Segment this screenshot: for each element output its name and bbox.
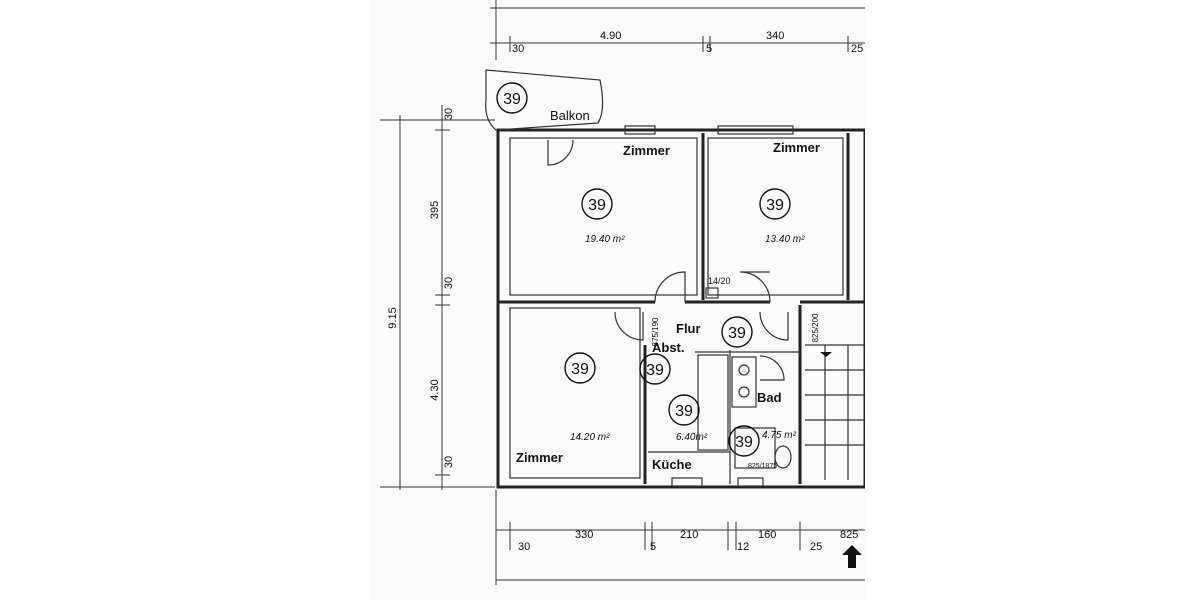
balcony-outline [485,69,604,131]
dimension-text: 875/190 [651,317,660,346]
door-swing [614,311,644,341]
room-label-top-left: Zimmer [623,143,670,158]
room-label-bath: Bad [757,390,782,405]
badge-room-top-right: 39 [759,188,791,220]
dimension-text: 340 [766,30,784,42]
dimension-text: 395 [429,201,441,219]
area-label: 13.40 m² [765,234,805,245]
dimension-text: 30 [512,43,524,55]
dimension-text: 9.15 [387,307,399,328]
svg-text:39: 39 [588,197,606,214]
door-swing [739,271,771,303]
dimension-text: 12 [737,541,749,553]
badge-bath: 39 [728,425,760,457]
stove-burner [738,386,750,398]
dimension-text: 4.30 [429,379,441,400]
dimension-text: 30 [443,277,455,289]
stove [731,356,757,408]
shower-tray [734,427,776,469]
dimension-text: 825/1875 [748,463,777,470]
exterior-wall [496,128,865,489]
dimension-text: 210 [680,529,698,541]
area-label: 14.20 m² [570,432,610,443]
dimension-text: 25 [810,541,822,553]
badge-balcony: 39 [496,82,528,114]
stair-arrow [820,352,832,357]
room-label-bottom-left: Zimmer [516,450,563,465]
dimension-text: 30 [443,108,455,120]
dimension-text: 4.90 [600,30,621,42]
kitchen-counter [697,354,729,451]
dimension-text: 5 [650,541,656,553]
room-outline [509,137,698,296]
dimension-text: 30 [443,456,455,468]
room-label-storage: Abst. [652,340,685,355]
floor-plan-drawing: Balkon Zimmer Zimmer Zimmer Flur Abst. K… [380,0,865,585]
room-label-hall: Flur [676,321,701,336]
svg-text:39: 39 [646,362,664,379]
dimension-text: 30 [518,541,530,553]
room-outline [707,137,844,296]
badge-room-top-left: 39 [581,188,613,220]
door-swing [547,139,574,166]
area-label: 4.75 m² [762,430,797,441]
door-swing [654,271,686,303]
toilet [774,445,792,469]
dimension-text: 5 [706,43,712,55]
svg-text:39: 39 [735,434,753,451]
north-arrow-icon [842,545,862,568]
badge-storage: 39 [639,353,671,385]
dimension-text: 825 [840,529,858,541]
window [624,125,656,135]
svg-text:39: 39 [728,325,746,342]
chimney [705,287,719,299]
stairwell [805,344,865,480]
dimension-text: 14/20 [708,276,731,286]
floor-plan-sheet: Balkon Zimmer Zimmer Zimmer Flur Abst. K… [370,0,865,600]
dimension-text: 160 [758,529,776,541]
dimension-text: 825/200 [811,313,820,342]
balcony-label: Balkon [550,108,590,123]
badge-room-bottom-left: 39 [564,352,596,384]
stove-burner [738,364,750,376]
badge-kitchen: 39 [668,394,700,426]
badge-hall: 39 [721,316,753,348]
door-swing [759,355,785,381]
window [717,125,794,135]
svg-text:39: 39 [766,197,784,214]
svg-text:39: 39 [571,361,589,378]
room-label-kitchen: Küche [652,457,692,472]
svg-text:39: 39 [675,403,693,420]
dimension-text: 25 [851,43,863,55]
room-label-top-right: Zimmer [773,140,820,155]
window [737,477,764,487]
area-label: 6.40m² [676,432,708,443]
door-swing [759,311,789,341]
room-outline [509,307,641,479]
window [671,477,703,487]
dimension-text: 330 [575,529,593,541]
area-label: 19.40 m² [585,234,625,245]
svg-text:39: 39 [503,91,521,108]
